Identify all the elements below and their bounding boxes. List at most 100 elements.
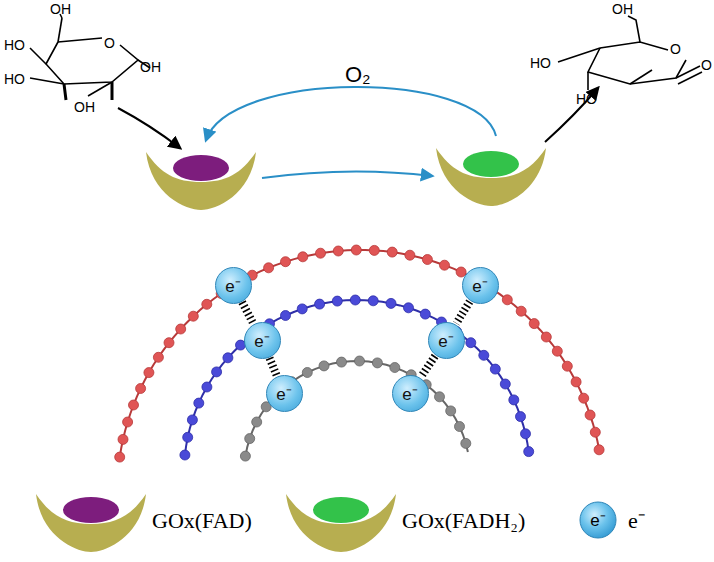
chain-bead [223, 353, 233, 363]
chain-bead [188, 311, 198, 321]
atom-label: OH [140, 60, 161, 74]
reaction-arrow [545, 88, 598, 142]
electron-label: e⁻ [225, 274, 240, 297]
atom-label: HO [576, 92, 597, 106]
chain-bead [390, 363, 400, 373]
legend-electron-symbol [580, 502, 616, 538]
chain-bead [164, 338, 174, 348]
chain-bead [405, 250, 415, 260]
chain-bead [490, 364, 500, 374]
electron-label: e⁻ [402, 382, 417, 405]
chain-bead [144, 368, 154, 378]
legend-text: GOx(FADH₂) [402, 510, 525, 532]
chain-bead [479, 350, 489, 360]
chain-bead [350, 295, 360, 305]
chain-bead [594, 445, 604, 455]
chain-bead [302, 368, 312, 378]
oxygen-cycle-arrow [206, 87, 496, 140]
electron-circle: e⁻ [266, 375, 303, 412]
chain-bead [118, 434, 128, 444]
chain-bead [369, 245, 379, 255]
gox-fadh2-enzyme [436, 148, 546, 206]
chain-bead [368, 296, 378, 306]
chain-bead [129, 400, 139, 410]
chain-bead [521, 429, 531, 439]
chain-backbone [245, 361, 468, 456]
chain-bead [571, 377, 581, 387]
electron-circle: e⁻ [215, 267, 252, 304]
chain-backbone [120, 250, 599, 457]
chain-bead [281, 257, 291, 267]
atom-label: HO [530, 56, 551, 70]
glucose-structure [30, 14, 150, 100]
atom-label: OH [74, 100, 95, 114]
chain-bead [297, 304, 307, 314]
chain-bead [176, 324, 186, 334]
chain-bead [202, 299, 212, 309]
chain-bead [202, 382, 212, 392]
electron-circle: e⁻ [462, 267, 499, 304]
atom-label: O [104, 36, 115, 50]
electron-transfer-bond [270, 358, 277, 375]
chain-bead [579, 393, 589, 403]
atom-label: O [701, 58, 712, 72]
chain-bead [355, 356, 365, 366]
legend-text: GOx(FAD) [152, 510, 252, 532]
atom-label: OH [50, 2, 71, 16]
gox-fad-enzyme [146, 152, 256, 210]
chain-bead [387, 247, 397, 257]
gluconolactone-structure [558, 16, 702, 90]
chain-bead [386, 298, 396, 308]
chain-bead [123, 417, 133, 427]
chain-bead [315, 299, 325, 309]
chain-bead [422, 255, 432, 265]
chain-bead [509, 395, 519, 405]
chain-bead [590, 427, 600, 437]
chain-bead [333, 246, 343, 256]
electron-label: e⁻ [254, 329, 269, 352]
chain-bead [252, 417, 262, 427]
chain-bead [319, 361, 329, 371]
electron-circle: e⁻ [392, 375, 429, 412]
chain-bead [264, 263, 274, 273]
chain-bead [552, 346, 562, 356]
atom-label: HO [4, 38, 25, 52]
electron-circle: e⁻ [428, 322, 465, 359]
chain-bead [372, 358, 382, 368]
chain-bead [212, 367, 222, 377]
chain-bead [337, 357, 347, 367]
chain-bead [115, 452, 125, 462]
electron-label: e⁻ [472, 274, 487, 297]
chain-bead [281, 311, 291, 321]
chain-bead [562, 361, 572, 371]
chain-bead [585, 410, 595, 420]
oxygen-label: O₂ [345, 64, 371, 86]
chain-bead [298, 252, 308, 262]
chain-bead [153, 352, 163, 362]
chain-bead [194, 398, 204, 408]
atom-label: HO [4, 72, 25, 86]
chain-bead [420, 309, 430, 319]
chain-bead [183, 432, 193, 442]
reduction-arrow [262, 171, 432, 178]
chain-bead [187, 415, 197, 425]
electron-transfer-bond [456, 302, 469, 324]
legend-gox-fadh2-symbol [286, 494, 396, 552]
chain-bead [529, 319, 539, 329]
chain-bead [245, 434, 255, 444]
chain-bead [240, 451, 250, 461]
chain-bead [516, 412, 526, 422]
chain-bead [466, 338, 476, 348]
legend-text: e⁻ [628, 510, 645, 532]
chain-bead [180, 450, 190, 460]
electron-circle: e⁻ [244, 322, 281, 359]
chain-backbone [185, 300, 529, 455]
chain-bead [446, 406, 456, 416]
atom-label: OH [612, 2, 633, 16]
chain-bead [136, 384, 146, 394]
electron-label: e⁻ [438, 329, 453, 352]
chain-bead [502, 295, 512, 305]
legend-gox-fad-symbol [36, 494, 146, 552]
polymer-chains [115, 245, 604, 462]
chain-bead [404, 303, 414, 313]
